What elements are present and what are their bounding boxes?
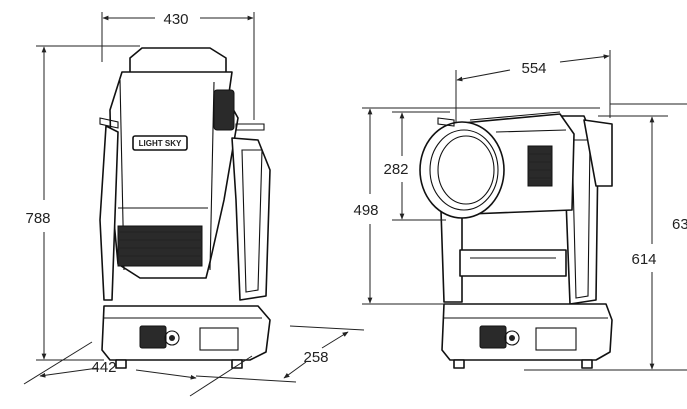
side-width-dimension: 554 [455, 50, 611, 122]
overall-height-dimension-partial: 63 [610, 103, 687, 233]
label-front-height: 788 [25, 210, 50, 227]
label-side-width: 554 [521, 60, 546, 77]
label-head-height: 498 [353, 202, 378, 219]
yoke-height-dimension: 614 [524, 115, 687, 371]
side-display [479, 325, 507, 349]
lens-height-dimension: 282 [383, 111, 450, 221]
label-front-width: 430 [163, 11, 188, 28]
side-grille [527, 145, 553, 187]
label-lens-height: 282 [383, 161, 408, 178]
logo-plate [132, 135, 188, 151]
front-display [139, 325, 167, 349]
front-width-dimension: 430 [101, 11, 255, 120]
front-grille [117, 225, 203, 267]
label-base-depth: 258 [303, 349, 328, 366]
front-height-dimension: 788 [25, 45, 140, 361]
label-yoke-height: 614 [631, 251, 656, 268]
base-width-dimension: 442 [23, 341, 253, 397]
lens [419, 121, 505, 219]
label-base-width: 442 [91, 359, 116, 376]
head-height-dimension: 498 [353, 107, 600, 305]
side-view-fixture [419, 111, 613, 369]
front-view-fixture: LIGHT SKY [99, 47, 271, 369]
base-depth-dimension: 258 [195, 325, 365, 383]
brand-logo: LIGHT SKY [139, 139, 182, 148]
label-overall-height-partial: 63 [672, 216, 687, 233]
